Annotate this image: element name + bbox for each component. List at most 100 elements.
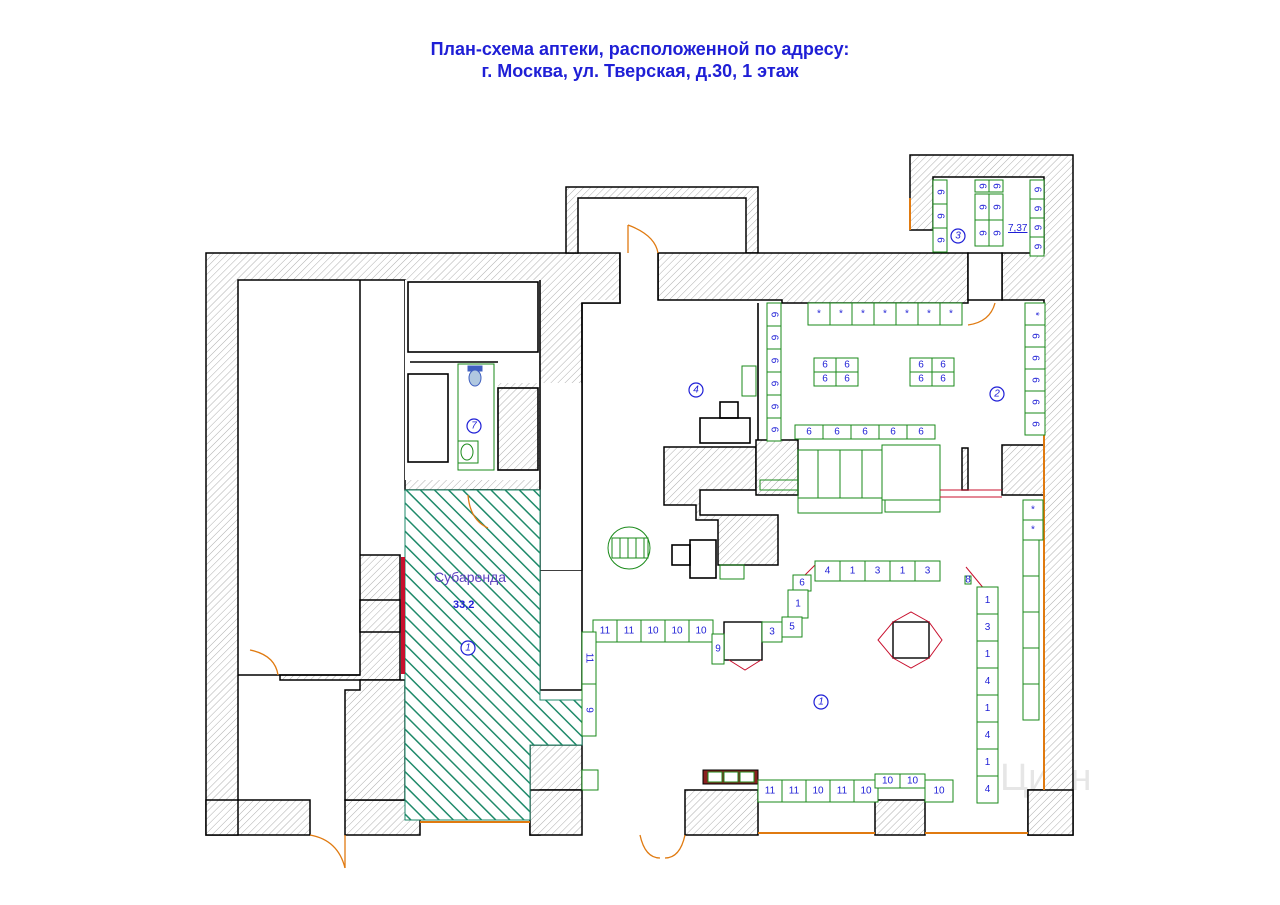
svg-text:6: 6 <box>844 360 850 371</box>
hall-shelf-right: 4 <box>976 775 999 804</box>
svg-text:6: 6 <box>918 374 924 385</box>
room2-island-b: 6 <box>931 357 955 373</box>
hall-shelf-right: 1 <box>976 694 999 723</box>
hall-shelf-right-stars: * <box>1022 499 1044 521</box>
svg-text:6: 6 <box>769 404 780 410</box>
svg-text:*: * <box>1031 505 1035 516</box>
svg-text:9: 9 <box>715 644 721 655</box>
svg-text:*: * <box>927 309 931 320</box>
svg-text:1: 1 <box>818 697 824 708</box>
svg-text:10: 10 <box>860 786 872 797</box>
room2-shelf-left: 6 <box>766 371 782 396</box>
svg-text:10: 10 <box>695 626 707 637</box>
svg-text:10: 10 <box>882 776 894 787</box>
hall-shelf-diag: 6 <box>792 574 812 592</box>
svg-text:6: 6 <box>1032 225 1043 231</box>
red-wall-segment <box>401 557 405 674</box>
hall-shelf-right-empty <box>1022 575 1040 613</box>
room3-shelf: 6 <box>974 179 990 193</box>
svg-text:6: 6 <box>844 374 850 385</box>
svg-text:6: 6 <box>977 204 988 210</box>
svg-text:6: 6 <box>1030 421 1041 427</box>
svg-text:1: 1 <box>795 599 801 610</box>
hall-shelf-right: 1 <box>976 586 999 615</box>
svg-text:6: 6 <box>918 427 924 438</box>
room2-shelf-bottom: 6 <box>850 424 880 440</box>
inner-walls <box>238 253 759 691</box>
sublease-area-value: 33,2 <box>453 599 474 611</box>
room2-island-b: 6 <box>909 357 933 373</box>
svg-text:6: 6 <box>890 427 896 438</box>
svg-text:3: 3 <box>985 622 991 633</box>
svg-text:3: 3 <box>875 566 881 577</box>
hall-shelf-left: 9 <box>711 633 725 665</box>
hall-shelf-bottom: 10 <box>874 773 901 789</box>
room-2-number: 2 <box>989 386 1005 402</box>
room2-shelf-bottom: 6 <box>822 424 852 440</box>
svg-text:11: 11 <box>600 626 611 637</box>
svg-text:1: 1 <box>850 566 856 577</box>
svg-text:11: 11 <box>765 786 776 797</box>
hall-shelf-left-v: 9 <box>581 683 597 737</box>
svg-text:*: * <box>1031 525 1035 536</box>
sublease-area[interactable]: Субаренда 33,2 <box>401 489 583 821</box>
room2-island-a: 6 <box>835 371 859 387</box>
hall-shelf-diag: 3 <box>761 621 783 643</box>
hall-small-shelf: 8 <box>964 575 972 586</box>
room2-shelf-bottom: 6 <box>878 424 908 440</box>
svg-text:6: 6 <box>1030 377 1041 383</box>
svg-text:9: 9 <box>584 707 595 713</box>
room2-shelf-bottom: 6 <box>906 424 936 440</box>
svg-text:6: 6 <box>977 230 988 236</box>
svg-text:10: 10 <box>933 786 945 797</box>
hall-shelf-top: 3 <box>914 560 941 582</box>
svg-text:4: 4 <box>825 566 831 577</box>
walls <box>205 154 1074 836</box>
room2-shelf-right: 6 <box>1024 346 1046 370</box>
plan-title-line-2: г. Москва, ул. Тверская, д.30, 1 этаж <box>481 61 799 81</box>
room2-shelf-top: * <box>917 302 941 326</box>
plan-title-line-1: План-схема аптеки, расположенной по адре… <box>430 39 850 59</box>
room2-island-a: 6 <box>835 357 859 373</box>
room3-shelf: 6 <box>932 179 948 205</box>
svg-text:6: 6 <box>935 213 946 219</box>
svg-text:3: 3 <box>925 566 931 577</box>
hall-shelf-left: 11 <box>592 619 618 643</box>
hall-shelf-right-empty <box>1022 539 1040 577</box>
room2-shelf-top: * <box>851 302 875 326</box>
hall-shelf-left: 10 <box>640 619 666 643</box>
svg-text:*: * <box>905 309 909 320</box>
room-4-number: 4 <box>688 382 704 398</box>
room2-shelf-top: * <box>873 302 897 326</box>
sublease-label: Субаренда <box>434 569 506 585</box>
hall-shelf-bottom: 11 <box>757 779 783 803</box>
hall-shelf-top: 1 <box>889 560 916 582</box>
hall-shelf-bottom: 11 <box>781 779 807 803</box>
svg-text:1: 1 <box>985 703 991 714</box>
hall-shelf-right: 4 <box>976 721 999 750</box>
svg-text:8: 8 <box>965 575 971 586</box>
room2-shelf-top: * <box>807 302 831 326</box>
svg-text:1: 1 <box>900 566 906 577</box>
hall-shelf-corner <box>581 769 599 791</box>
svg-text:*: * <box>949 309 953 320</box>
hall-shelf-bottom: 10 <box>853 779 879 803</box>
svg-text:6: 6 <box>940 360 946 371</box>
svg-text:*: * <box>839 309 843 320</box>
room3-shelf: 6 <box>988 179 1004 193</box>
hall-shelf-right: 1 <box>976 640 999 669</box>
room3-area: 7,37 <box>1008 223 1028 234</box>
hall-shelf-bottom: 10 <box>805 779 831 803</box>
svg-text:3: 3 <box>769 627 775 638</box>
svg-text:11: 11 <box>837 786 848 797</box>
room2-shelf-top: * <box>939 302 963 326</box>
svg-text:10: 10 <box>671 626 683 637</box>
svg-text:10: 10 <box>907 776 919 787</box>
svg-text:6: 6 <box>935 237 946 243</box>
room3-shelf: 6 <box>1029 236 1045 257</box>
room3-shelf: 6 <box>1029 198 1045 219</box>
svg-text:11: 11 <box>624 626 635 637</box>
room-sub-number: 1 <box>460 640 476 656</box>
